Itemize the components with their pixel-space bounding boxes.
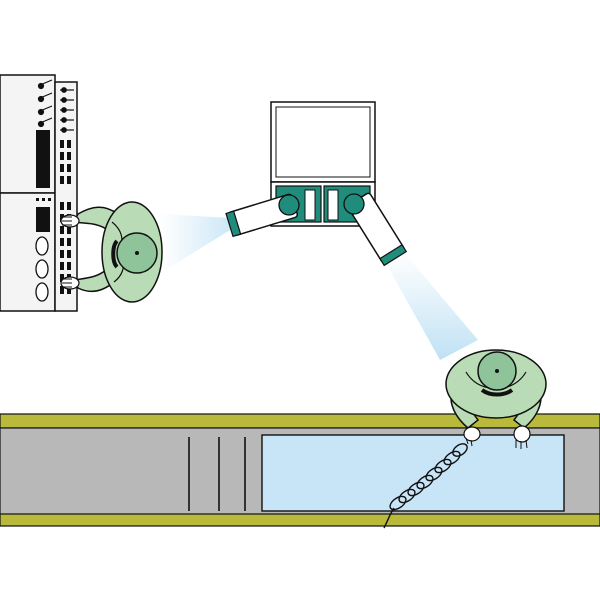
- projector-left-mount: [278, 194, 300, 216]
- control-console: [0, 74, 78, 312]
- operator-hand-upper: [60, 214, 80, 228]
- projector-left-lens: [225, 210, 242, 238]
- pool-operator-hair: [480, 388, 514, 397]
- coiled-cable: [383, 443, 468, 529]
- console-knob-2: [35, 259, 49, 279]
- light-beam-right: [383, 250, 478, 360]
- channel-rail-bottom: [0, 513, 600, 527]
- monitor-slot: [304, 189, 316, 221]
- monitor-slot-2: [327, 189, 339, 221]
- operator-at-pool: [445, 349, 547, 449]
- monitor-screen: [275, 106, 371, 178]
- operator-hair: [111, 239, 119, 269]
- operator-head-center: [135, 251, 139, 255]
- console-screen-bottom: [36, 207, 50, 232]
- water-channel: [0, 413, 600, 527]
- display-monitor: [270, 101, 376, 227]
- projector-right-lens: [379, 243, 408, 267]
- pool-operator-hand-left: [463, 426, 481, 447]
- pool-operator-hand-right: [513, 425, 531, 449]
- projector-right-mount: [343, 193, 365, 215]
- light-beam-left: [160, 214, 248, 272]
- console-sliders: [37, 79, 74, 133]
- console-side-strip: [54, 81, 78, 312]
- console-screen-top: [36, 130, 50, 188]
- console-knob-1: [35, 236, 49, 256]
- cable-coils: [389, 443, 468, 511]
- console-knob-3: [35, 282, 49, 302]
- operator-hand-lower: [60, 276, 80, 290]
- operator-at-console: [60, 201, 163, 303]
- pool-operator-head-center: [495, 369, 499, 373]
- water-pool: [261, 434, 565, 512]
